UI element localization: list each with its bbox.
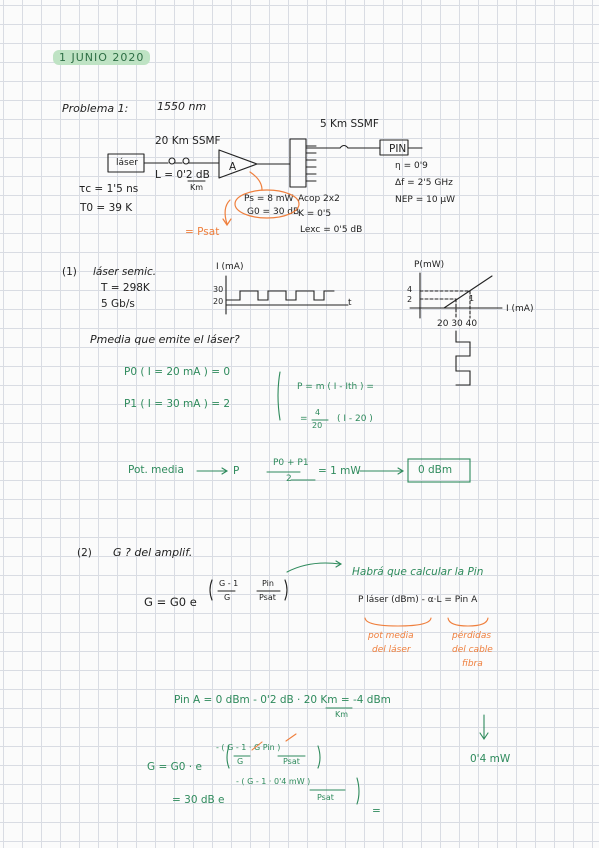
smf-left-label: 20 Km SSMF [155,135,221,147]
part1-temperature: T = 298K [101,282,150,294]
plot1-signal [225,290,335,301]
arrow-to-note [286,562,341,573]
part2-label: G ? del amplif. [113,546,193,559]
problem-title: Problema 1: [62,102,129,115]
part2-number: (2) [77,547,92,559]
gain-exp-den1: G [224,593,231,602]
gain-exp-den2: Psat [259,593,276,602]
acop-label: Acop 2x2 [298,194,340,204]
eta-label: η = 0'9 [395,161,428,171]
note-perdidas-1: pérdidas [452,631,492,641]
smf-right-label: 5 Km SSMF [320,118,379,130]
note-pin-eq: P láser (dBm) - α·L = Pin A [358,595,478,605]
plot2-y2: 2 [407,295,413,304]
psat-label: = Psat [185,226,220,238]
plot2-y4: 4 [407,285,413,294]
note-perdidas-3: fibra [462,659,483,669]
note-perdidas-2: del cable [452,645,493,655]
plot2-line [443,275,493,309]
tau-c-label: τc = 1'5 ns [79,183,139,195]
attenuation-unit: Km [190,183,204,192]
plot2-mark: 1 [469,294,475,303]
nep-label: NEP = 10 μW [395,195,456,205]
gain-exp-num2: Pin [262,579,274,588]
linear-eq2-den: 20 [312,421,323,430]
brace-pot-media [364,617,432,627]
pin-box-label: PIN [389,143,407,155]
coupler-box [289,138,307,188]
gain2-frac-den1: G [237,757,244,766]
pin-a-unit: Km [335,710,349,719]
brace-perdidas [447,617,489,627]
linear-eq1: P = m ( I - Ith ) = [297,382,374,392]
plot2-input-wave [455,330,471,386]
t0-label: T0 = 39 K [80,202,133,214]
gain-exp-num1: G - 1 [219,579,239,588]
fiber-right [305,144,381,149]
orange-arrow [224,199,231,225]
pin-box [379,139,409,156]
ps-label: Ps = 8 mW [244,194,294,204]
pin-a-equation: Pin A = 0 dBm - 0'2 dB · 20 Km = -4 dBm [174,694,391,706]
amplifier-triangle [218,149,258,179]
bracket [277,371,281,421]
boxed-result: 0 dBm [418,464,453,476]
gain-formula-3: = 30 dB e [172,794,225,806]
gain2-frac-den2: Psat [283,757,300,766]
plot1-y30: 30 [213,285,224,294]
gain3-frac-den: Psat [317,793,334,802]
pot-media-label: Pot. media [128,464,184,476]
attenuation-label: L = 0'2 dB [155,169,210,181]
laser-box-label: láser [116,158,138,168]
orange-ellipse [234,189,300,219]
gain-formula-2: G = G0 · e [147,761,202,773]
equation-end: = [372,805,381,817]
pin-mw: 0'4 mW [470,753,511,765]
pmedia-question: Pmedia que emite el láser? [90,333,240,346]
note-calc-pin: Habrá que calcular la Pin [352,566,484,578]
lexc-label: Lexc = 0'5 dB [300,225,363,235]
plot2-ylabel: P(mW) [414,260,445,270]
linear-eq2-body: ( I - 20 ) [337,414,373,424]
plot2-xticks: 20 30 40 [437,319,478,329]
pavg-frac-num: P0 + P1 [273,458,309,468]
p0-equation: P0 ( I = 20 mA ) = 0 [124,366,231,378]
gain-formula: G = G0 e [144,595,197,609]
date-highlight: 1 JUNIO 2020 [53,50,151,65]
date-text: 1 JUNIO 2020 [59,51,145,64]
coupler-ports [305,145,317,182]
amp-box-label: A [229,161,237,173]
k-label: K = 0'5 [298,209,332,219]
plot1-y20: 20 [213,297,224,306]
p1-equation: P1 ( I = 30 mA ) = 2 [124,398,231,410]
g0-label: G0 = 30 dB [247,207,300,217]
part1-rate: 5 Gb/s [101,298,135,310]
wavelength: 1550 nm [157,100,207,113]
note-pot-media-1: pot media [368,631,414,641]
plot2-xlabel: I (mA) [506,304,534,314]
plot1-ylabel: I (mA) [216,262,244,272]
linear-eq2-num: 4 [315,408,321,417]
fiber-coil-2 [182,157,190,165]
pavg-frac-den: 2 [286,474,292,484]
delta-f-label: Δf = 2'5 GHz [395,178,453,188]
fiber-coil-1 [168,157,176,165]
plot1-xlabel: t [348,298,352,308]
linear-eq2-prefix: = [300,414,308,424]
part1-number: (1) [62,266,77,278]
part1-label: láser semic. [93,266,157,278]
gain2-exponent: - ( G - 1 · G Pin ) [216,743,281,752]
note-pot-media-2: del láser [372,645,411,655]
laser-box [107,153,145,173]
pavg-result: = 1 mW [318,465,361,477]
gain3-exponent: - ( G - 1 · 0'4 mW ) [236,777,311,786]
boxed-result-frame [407,458,471,483]
pbar-symbol: P [233,465,240,477]
